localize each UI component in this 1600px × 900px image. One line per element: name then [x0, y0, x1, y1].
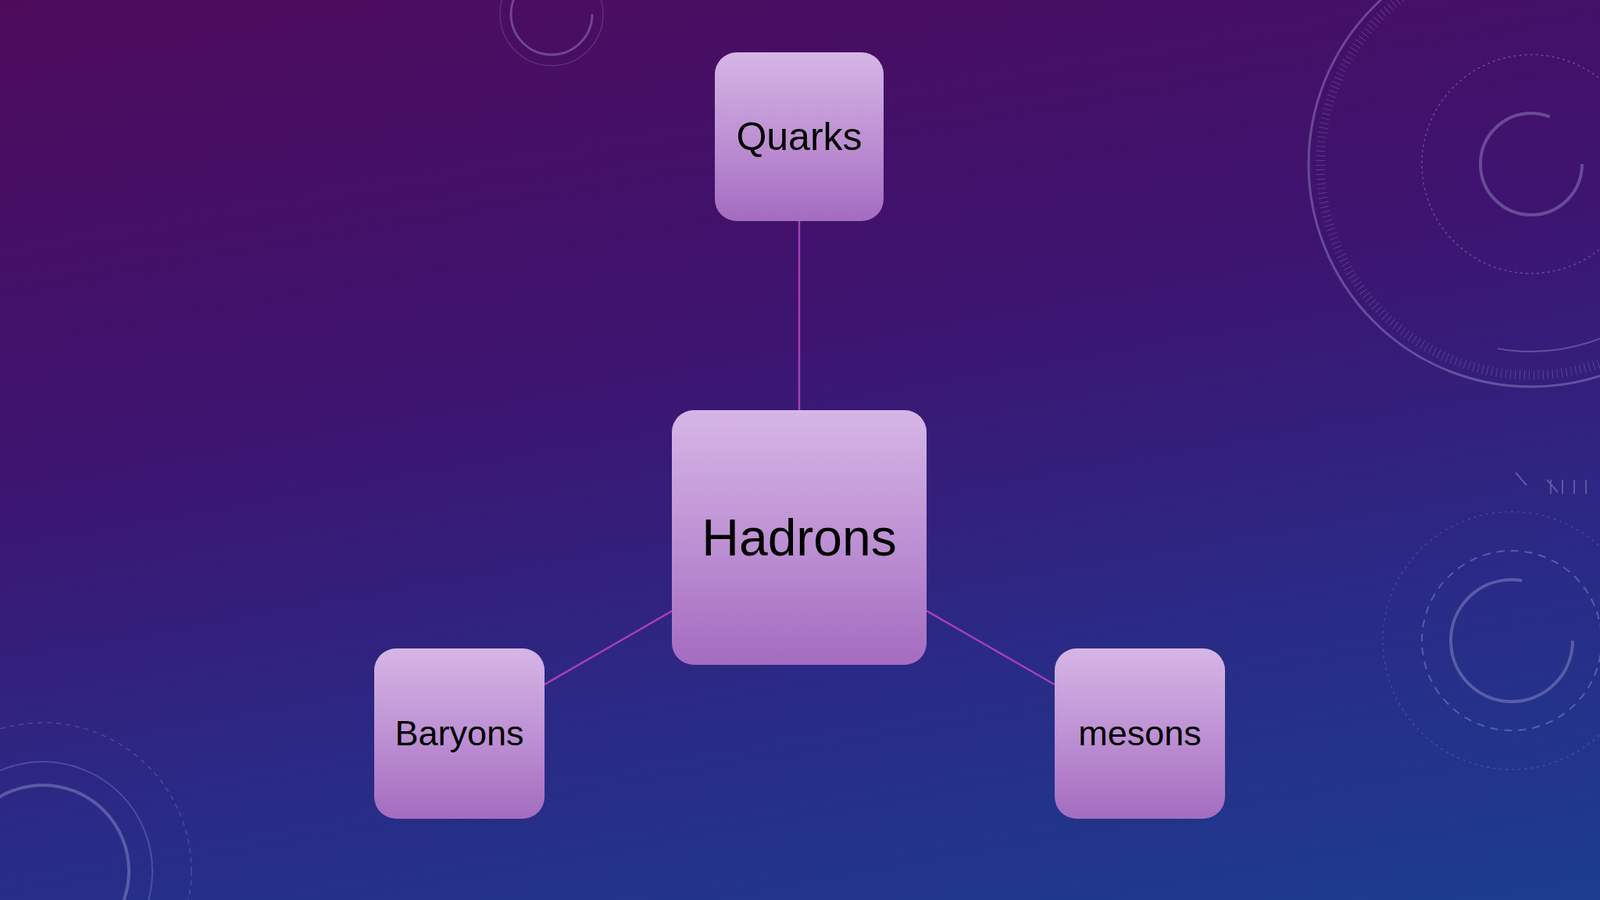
node-label: Quarks: [735, 115, 862, 159]
top-box: Quarks: [714, 52, 884, 222]
connector-line: [544, 610, 672, 685]
right-box: mesons: [1054, 648, 1225, 819]
left-box: Baryons: [374, 648, 545, 819]
node-label: mesons: [1078, 714, 1202, 754]
center-box: Hadrons: [671, 410, 927, 665]
connector-line: [798, 221, 801, 411]
node-label: Baryons: [394, 714, 524, 754]
connector-line: [926, 610, 1055, 685]
node-label: Hadrons: [701, 509, 897, 567]
